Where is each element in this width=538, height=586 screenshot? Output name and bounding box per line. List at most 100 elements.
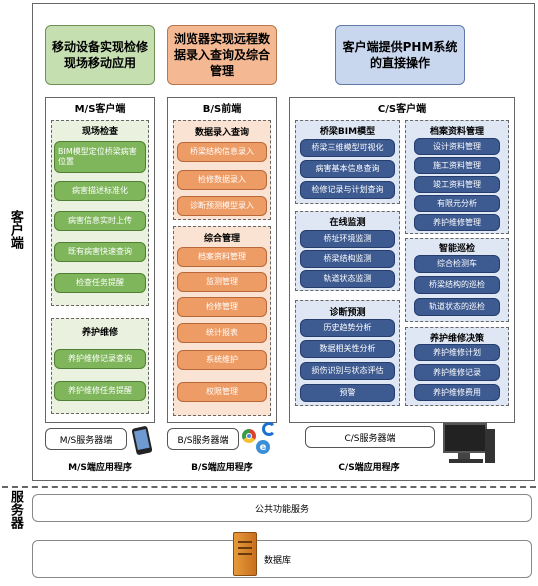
cs-smart-title: 智能巡检 <box>438 243 475 254</box>
cs-smart-item-3[interactable]: 轨道状态的巡检 <box>414 298 500 316</box>
ms-section1-title: 现场检查 <box>81 126 118 137</box>
cs-maint-item-1[interactable]: 养护维修计划 <box>414 344 500 361</box>
browser-header: 浏览器实现远程数据录入查询及综合管理 <box>167 25 277 85</box>
mobile-header-text: 移动设备实现检修现场移动应用 <box>52 39 149 70</box>
ms-server-box: M/S服务器端 <box>45 428 127 450</box>
bs-app-label: B/S端应用程序 <box>191 462 253 473</box>
ms-item-2[interactable]: 病害描述标准化 <box>54 181 146 201</box>
cs-bim-item-1[interactable]: 桥梁三维模型可视化 <box>300 139 395 157</box>
cs-diag-item-1[interactable]: 历史趋势分析 <box>300 319 395 337</box>
client-frame <box>32 3 535 481</box>
cs-diag-item-3[interactable]: 损伤识别与状态评估 <box>300 362 395 380</box>
bs-section1-title: 数据录入查询 <box>194 127 249 138</box>
cs-diag-item-4[interactable]: 预警 <box>300 384 395 402</box>
ie-icon: e <box>256 440 270 454</box>
bs-item-1[interactable]: 桥梁结构信息录入 <box>177 142 267 162</box>
bs-title: B/S前端 <box>202 103 242 115</box>
cs-bim-item-3-text: 检修记录与计划查询 <box>311 185 384 194</box>
cs-maint-item-1-text: 养护维修计划 <box>433 347 481 357</box>
cs-smart-item-1-text: 综合检测车 <box>437 259 477 268</box>
phone-screen <box>133 428 150 451</box>
ms-item-3[interactable]: 病害信息实时上传 <box>54 211 146 231</box>
separator <box>2 486 536 488</box>
cs-title: C/S客户端 <box>377 103 427 115</box>
cs-smart-item-3-text: 轨道状态的巡检 <box>429 302 485 311</box>
ms-item-7-text: 养护维修任务提醒 <box>68 386 132 395</box>
bs-item-4-text: 档案资料管理 <box>198 252 246 261</box>
cs-bim-item-2-text: 病害基本信息查询 <box>315 164 380 173</box>
cs-archive-item-4[interactable]: 有限元分析 <box>414 195 500 212</box>
database-box <box>32 540 532 578</box>
cs-bim-item-1-text: 桥梁三维模型可视化 <box>311 143 384 152</box>
server-slot-3 <box>238 553 252 555</box>
bs-item-2-text: 检修数据录入 <box>198 175 246 184</box>
bs-item-4[interactable]: 档案资料管理 <box>177 247 267 267</box>
ms-item-1-text: BIM模型定位桥梁病害位置 <box>58 146 137 166</box>
bs-item-5-text: 监测管理 <box>206 277 238 286</box>
cs-bim-item-3[interactable]: 检修记录与计划查询 <box>300 181 395 199</box>
server-side-text: 服务器 <box>7 490 23 529</box>
cs-diag-item-3-text: 损伤识别与状态评估 <box>311 366 384 375</box>
cs-archive-item-5-text: 养护维修管理 <box>433 217 481 227</box>
cs-maint-item-2-text: 养护维修记录 <box>433 367 481 377</box>
cs-maint-item-3-text: 养护维修费用 <box>433 387 481 397</box>
cs-archive-item-5[interactable]: 养护维修管理 <box>414 214 500 231</box>
cs-smart-item-2-text: 桥梁结构的巡检 <box>429 280 485 289</box>
cs-archive-item-1[interactable]: 设计资料管理 <box>414 138 500 155</box>
bs-item-3[interactable]: 诊断预测模型录入 <box>177 196 267 216</box>
cs-bim-item-2[interactable]: 病害基本信息查询 <box>300 160 395 178</box>
ms-item-1[interactable]: BIM模型定位桥梁病害位置 <box>54 141 146 173</box>
cs-archive-item-2[interactable]: 施工资料管理 <box>414 157 500 174</box>
client-header-text: 客户端提供PHM系统的直接操作 <box>342 39 458 70</box>
ms-app-label: M/S端应用程序 <box>68 462 132 473</box>
chrome-center <box>246 433 252 439</box>
public-service-text: 公共功能服务 <box>254 504 309 515</box>
server-icon <box>233 532 257 576</box>
client-side-text: 客户端 <box>7 210 23 249</box>
server-slot-1 <box>238 541 252 543</box>
cs-archive-title: 档案资料管理 <box>429 126 484 137</box>
cs-archive-item-2-text: 施工资料管理 <box>433 160 481 170</box>
client-header: 客户端提供PHM系统的直接操作 <box>335 25 465 85</box>
cs-archive-item-1-text: 设计资料管理 <box>433 141 481 151</box>
cs-diag-item-2[interactable]: 数据相关性分析 <box>300 340 395 358</box>
bs-item-7[interactable]: 统计报表 <box>177 323 267 343</box>
bs-item-5[interactable]: 监测管理 <box>177 272 267 292</box>
server-slot-2 <box>238 547 252 549</box>
cs-server-box: C/S服务器端 <box>305 426 435 448</box>
cs-smart-item-1[interactable]: 综合检测车 <box>414 255 500 273</box>
cs-app-label: C/S端应用程序 <box>338 462 400 473</box>
ms-item-4-text: 既有病害快速查询 <box>68 247 132 256</box>
cs-smart-item-2[interactable]: 桥梁结构的巡检 <box>414 276 500 294</box>
monitor-screen <box>443 423 487 453</box>
bs-item-3-text: 诊断预测模型录入 <box>190 201 254 210</box>
ms-item-5[interactable]: 检查任务提醒 <box>54 273 146 293</box>
cs-diag-title: 诊断预测 <box>329 307 366 318</box>
bs-item-8-text: 系统维护 <box>206 355 238 364</box>
bs-item-7-text: 统计报表 <box>206 328 238 337</box>
cs-maint-item-2[interactable]: 养护维修记录 <box>414 364 500 381</box>
cs-archive-item-3[interactable]: 竣工资料管理 <box>414 176 500 193</box>
ms-column <box>45 97 155 423</box>
bs-item-1-text: 桥梁结构信息录入 <box>190 147 254 156</box>
ms-item-4[interactable]: 既有病害快速查询 <box>54 242 146 262</box>
bs-item-8[interactable]: 系统维护 <box>177 350 267 370</box>
ms-item-5-text: 检查任务提醒 <box>76 278 124 287</box>
cs-maint-item-3[interactable]: 养护维修费用 <box>414 384 500 401</box>
ms-item-7[interactable]: 养护维修任务提醒 <box>54 381 146 401</box>
bs-item-9[interactable]: 权限管理 <box>177 382 267 402</box>
bs-item-6[interactable]: 检修管理 <box>177 297 267 317</box>
cs-diag-item-1-text: 历史趋势分析 <box>323 323 372 332</box>
cs-monitor-item-3[interactable]: 轨道状态监测 <box>300 270 395 288</box>
cs-monitor-item-2[interactable]: 桥梁结构监测 <box>300 250 395 268</box>
ms-item-6-text: 养护维修记录查询 <box>68 354 132 363</box>
cs-monitor-item-1[interactable]: 桥址环境监测 <box>300 230 395 248</box>
bs-section2-title: 综合管理 <box>203 233 240 244</box>
server-side-label: 服务器 <box>6 490 23 535</box>
browser-header-text: 浏览器实现远程数据录入查询及综合管理 <box>173 31 270 79</box>
bs-item-2[interactable]: 检修数据录入 <box>177 170 267 190</box>
cs-bim-title: 桥梁BIM模型 <box>319 126 376 137</box>
pc-tower <box>485 429 495 463</box>
ms-item-3-text: 病害信息实时上传 <box>68 216 132 225</box>
ms-item-6[interactable]: 养护维修记录查询 <box>54 349 146 369</box>
